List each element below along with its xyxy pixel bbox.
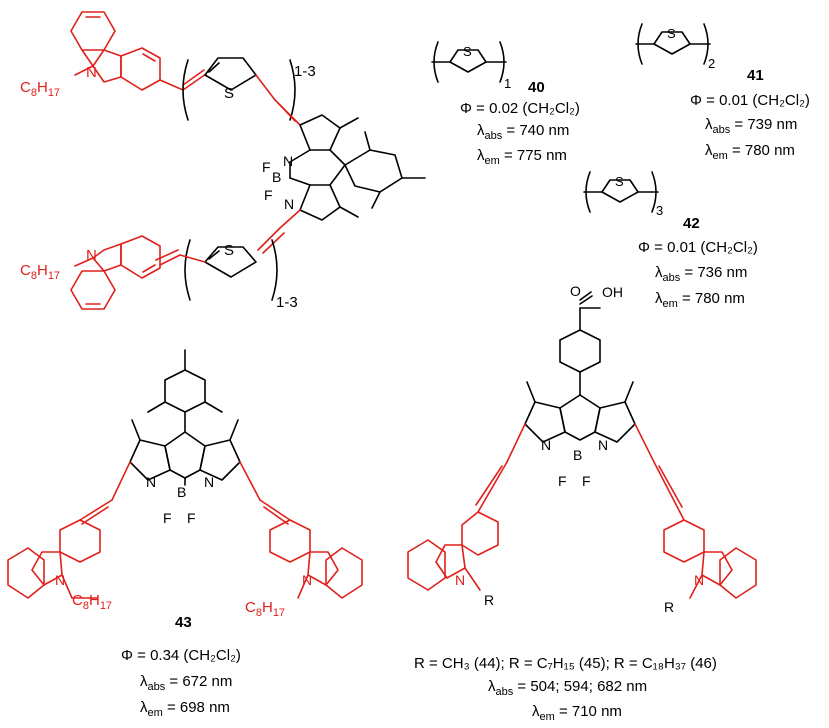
phi-41: Φ = 0.01 (CH₂Cl₂) — [690, 92, 810, 109]
f-bodipy-2: F — [264, 187, 273, 203]
c8h17-lower: C8H17 — [20, 262, 60, 282]
f-bodipy-1: F — [262, 159, 271, 175]
em-42: λem = 780 nm — [655, 290, 745, 310]
r-legend: R = CH₃ (44); R = C₇H₁₅ (45); R = C₁₈H₃₇… — [414, 655, 717, 672]
arms-43 — [7, 461, 363, 599]
n-44-right: N — [598, 437, 608, 453]
b-44: B — [573, 447, 582, 463]
repeat-41: 2 — [708, 56, 715, 71]
top-left-structure: N C8H17 S 1-3 — [20, 11, 426, 311]
em-44-46: λem = 710 nm — [532, 703, 622, 723]
phi-42: Φ = 0.01 (CH₂Cl₂) — [638, 239, 758, 256]
s-41: S — [667, 26, 676, 41]
n-bodipy-2: N — [284, 196, 294, 212]
em-40: λem = 775 nm — [477, 147, 567, 167]
repeat-lower: 1-3 — [276, 294, 298, 311]
thiophene-40 — [431, 41, 507, 83]
n-44-carb-left: N — [455, 572, 465, 588]
abs-40: λabs = 740 nm — [477, 122, 569, 142]
f-44-right: F — [582, 473, 591, 489]
oh: OH — [602, 284, 623, 300]
r-left: R — [484, 592, 494, 608]
f-43-left: F — [163, 510, 172, 526]
lower-vinylene — [257, 209, 301, 254]
em-41: λem = 780 nm — [705, 142, 795, 162]
n-lower: N — [86, 247, 97, 264]
bodipy-44-46 — [524, 291, 636, 443]
c8h17-upper: C8H17 — [20, 79, 60, 99]
abs-41: λabs = 739 nm — [705, 116, 797, 136]
abs-44-46: λabs = 504; 594; 682 nm — [488, 678, 647, 698]
c8h17-43-right: C8H17 — [245, 599, 285, 619]
compounds-44-46: O OH N B N F F N N R R R = CH₃ ( — [407, 283, 757, 723]
compound-42: S 3 42 Φ = 0.01 (CH₂Cl₂) λabs = 736 nm λ… — [583, 171, 758, 310]
r-right: R — [664, 599, 674, 615]
id-42: 42 — [683, 215, 700, 232]
n-upper: N — [86, 64, 97, 81]
arms-44-46 — [407, 423, 757, 599]
phi-43: Φ = 0.34 (CH₂Cl₂) — [121, 647, 241, 664]
id-41: 41 — [747, 67, 764, 84]
s-42: S — [615, 174, 624, 189]
id-43: 43 — [175, 614, 192, 631]
c8h17-43-left: C8H17 — [72, 592, 112, 612]
lower-thiophene — [184, 239, 278, 301]
repeat-upper: 1-3 — [294, 63, 316, 80]
n-bodipy-1: N — [283, 153, 293, 169]
n-43-carb-left: N — [55, 572, 65, 588]
s-upper: S — [224, 85, 234, 102]
f-43-right: F — [187, 510, 196, 526]
f-44-left: F — [558, 473, 567, 489]
id-40: 40 — [528, 79, 545, 96]
n-43-left: N — [146, 474, 156, 490]
thiophene-41 — [635, 23, 711, 65]
n-43-right: N — [204, 474, 214, 490]
upper-carbazole — [70, 11, 207, 91]
abs-42: λabs = 736 nm — [655, 264, 747, 284]
bodipy-core — [289, 114, 426, 221]
compound-43: N B N F F N N C8H17 C8H17 43 — [7, 349, 363, 719]
compound-40: S 1 40 Φ = 0.02 (CH₂Cl₂) λabs = 740 nm λ… — [431, 41, 580, 167]
thiophene-42 — [583, 171, 659, 213]
n-44-carb-right: N — [694, 572, 704, 588]
bodipy-43 — [129, 349, 241, 486]
abs-43: λabs = 672 nm — [140, 673, 232, 693]
n-44-left: N — [541, 437, 551, 453]
upper-thiophene — [182, 57, 296, 121]
s-40: S — [463, 44, 472, 59]
upper-vinylene — [255, 74, 301, 126]
b-bodipy: B — [272, 169, 281, 185]
phi-40: Φ = 0.02 (CH₂Cl₂) — [460, 100, 580, 117]
lower-carbazole — [70, 235, 206, 310]
em-43: λem = 698 nm — [140, 699, 230, 719]
carbonyl-o: O — [570, 283, 581, 299]
s-lower: S — [224, 242, 234, 259]
repeat-42: 3 — [656, 203, 663, 218]
repeat-40: 1 — [504, 76, 511, 91]
b-43: B — [177, 484, 186, 500]
compound-41: S 2 41 Φ = 0.01 (CH₂Cl₂) λabs = 739 nm λ… — [635, 23, 810, 162]
n-43-carb-right: N — [302, 572, 312, 588]
